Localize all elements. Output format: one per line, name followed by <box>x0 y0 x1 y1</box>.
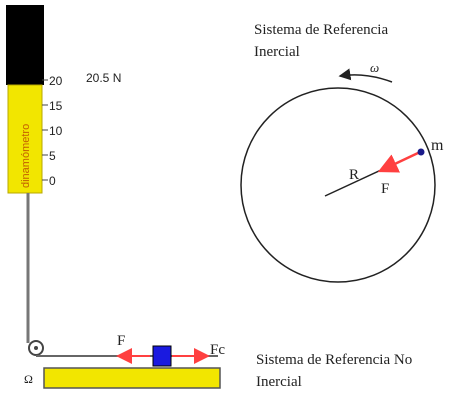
mass-dot <box>417 148 425 156</box>
force-label: F <box>381 181 389 197</box>
dynamometer-label: dinamómetro <box>20 124 32 188</box>
scale-label-5: 5 <box>49 149 56 163</box>
omega-arrow <box>338 68 393 83</box>
scale-label-15: 15 <box>49 99 63 113</box>
force-left-label: F <box>117 333 125 349</box>
dynamometer-reading: 20.5 N <box>86 71 121 85</box>
dynamometer-body <box>7 84 43 194</box>
dynamometer-scale <box>42 79 48 181</box>
force-right-label: Fc <box>210 342 225 358</box>
block <box>152 345 172 367</box>
dynamometer: dinamómetro 20 15 10 5 0 20.5 N <box>6 5 121 343</box>
omega-label: ω <box>370 60 379 75</box>
inertial-frame-title-line1: Sistema de Referencia <box>254 22 389 38</box>
scale-label-20: 20 <box>49 74 63 88</box>
dynamometer-cap <box>6 5 44 85</box>
inertial-setup: m R F ω <box>240 60 444 283</box>
inertial-frame-title-line2: Inercial <box>254 44 300 60</box>
noninertial-frame-title-line1: Sistema de Referencia No <box>256 352 413 368</box>
noninertial-setup: Ω F Fc <box>24 333 225 389</box>
pulley-hub <box>34 346 38 350</box>
pulley-label: Ω <box>24 372 33 386</box>
scale-label-0: 0 <box>49 174 56 188</box>
noninertial-frame-title-line2: Inercial <box>256 374 302 390</box>
radius-label: R <box>349 167 359 183</box>
mass-label: m <box>431 137 444 154</box>
force-arrow <box>377 151 419 173</box>
table <box>43 367 221 389</box>
orbit-circle <box>240 87 436 283</box>
scale-label-10: 10 <box>49 124 63 138</box>
